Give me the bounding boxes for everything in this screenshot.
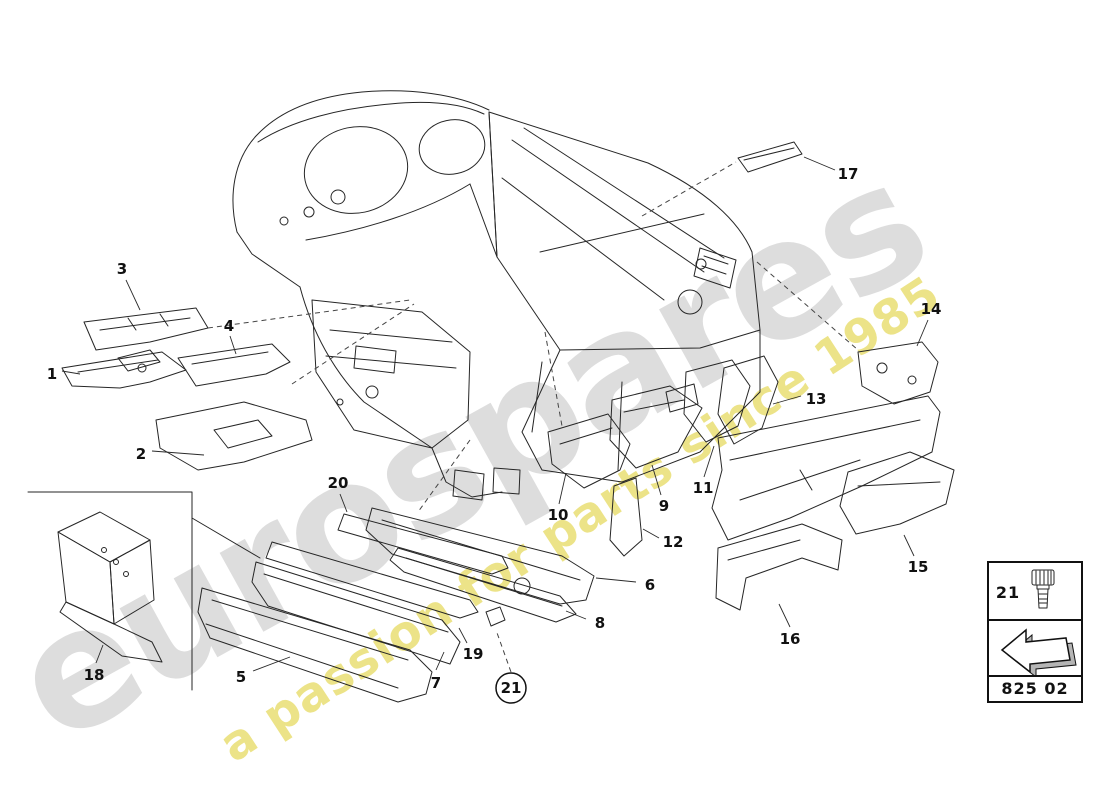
part-shape-1[interactable]: [61, 349, 187, 389]
callout-9[interactable]: 9: [659, 497, 669, 515]
legend-fastener-box: 21: [987, 561, 1083, 621]
part-shape-15[interactable]: [839, 451, 955, 535]
part-shape-19[interactable]: [265, 541, 479, 619]
part-shape-14[interactable]: [711, 341, 941, 541]
callout-6[interactable]: 6: [645, 576, 655, 594]
callout-20[interactable]: 20: [328, 474, 349, 492]
callout-17[interactable]: 17: [838, 165, 859, 183]
callout-5[interactable]: 5: [236, 668, 246, 686]
part-shape-7[interactable]: [251, 561, 461, 665]
part-shape-17[interactable]: [737, 141, 803, 173]
part-shape-9[interactable]: [609, 385, 703, 469]
part-shape-18[interactable]: [57, 511, 163, 663]
part-shape-20[interactable]: [337, 513, 509, 575]
part-shape-2[interactable]: [155, 401, 313, 471]
callout-21-circled[interactable]: 21: [495, 672, 527, 704]
reference-bracket: [27, 491, 193, 691]
direction-arrow-box: [987, 619, 1083, 679]
fastener-icon: [1031, 569, 1055, 609]
part-shape-10[interactable]: [547, 413, 631, 489]
callout-19[interactable]: 19: [463, 645, 484, 663]
part-shape-13[interactable]: [717, 355, 779, 445]
part-shape-5[interactable]: [197, 587, 433, 703]
callout-11[interactable]: 11: [693, 479, 714, 497]
callout-10[interactable]: 10: [548, 506, 569, 524]
callout-2[interactable]: 2: [136, 445, 146, 463]
callout-18[interactable]: 18: [84, 666, 105, 684]
direction-arrow-icon: [1000, 628, 1077, 679]
callout-4[interactable]: 4: [224, 317, 234, 335]
callout-13[interactable]: 13: [806, 390, 827, 408]
part-shape-4[interactable]: [177, 343, 291, 387]
legend-ref-label: 21: [996, 583, 1020, 602]
callout-8[interactable]: 8: [595, 614, 605, 632]
callout-1[interactable]: 1: [47, 365, 57, 383]
part-shape-11[interactable]: [683, 359, 751, 443]
callout-7[interactable]: 7: [431, 674, 441, 692]
car-body-drawing: [232, 90, 761, 501]
construction-lines: [27, 161, 859, 691]
part-shape-12[interactable]: [609, 477, 643, 557]
callout-21[interactable]: 21: [501, 679, 522, 697]
callout-3[interactable]: 3: [117, 260, 127, 278]
callout-15[interactable]: 15: [908, 558, 929, 576]
diagram-code: 825 02: [1001, 679, 1068, 698]
callout-14[interactable]: 14: [921, 300, 942, 318]
diagram-code-box: 825 02: [987, 675, 1083, 703]
part-shape-8[interactable]: [389, 547, 577, 623]
callout-12[interactable]: 12: [663, 533, 684, 551]
part-shape-16[interactable]: [715, 523, 843, 611]
part-shape-21-clip[interactable]: [485, 606, 506, 627]
callout-16[interactable]: 16: [780, 630, 801, 648]
part-shape-3[interactable]: [83, 307, 209, 351]
callouts: 1 2 3 4 5 6 7 8 9 10 11 12 13 14 15 16 1…: [47, 165, 942, 704]
leader-lines: [61, 156, 929, 672]
